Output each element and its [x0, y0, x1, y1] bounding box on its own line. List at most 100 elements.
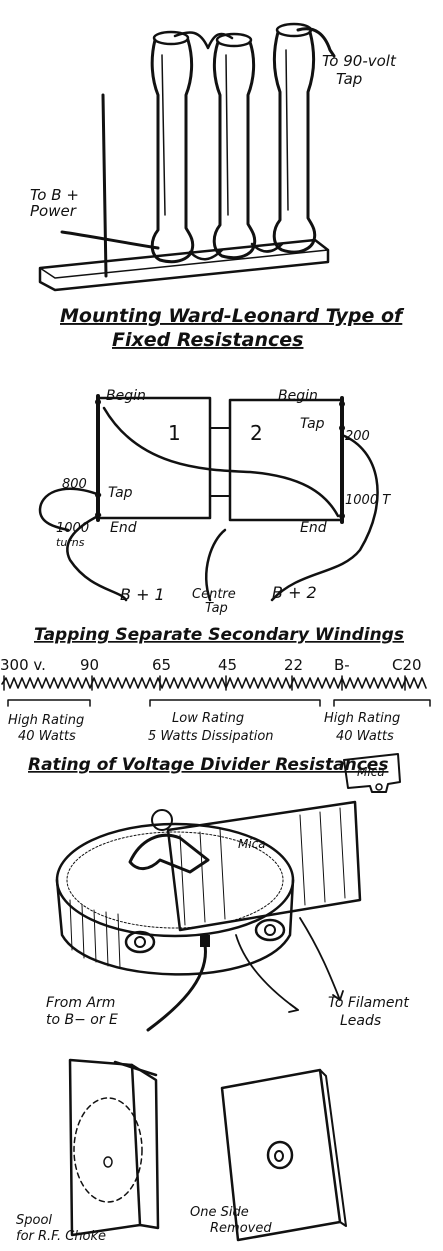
- spool-back-edge: [113, 1060, 158, 1077]
- arm-lead: [146, 943, 207, 1032]
- centre-tap-line1: Centre: [192, 587, 236, 602]
- bottom-jumper-wire-1: [188, 248, 224, 261]
- removed-side-illustration: [220, 1068, 347, 1242]
- left-terminal-nut: [124, 930, 156, 954]
- series-wire: [102, 406, 340, 518]
- left-end-dot: [95, 512, 101, 518]
- coil-2-number: 2: [250, 421, 263, 445]
- left-begin-dot: [95, 399, 101, 405]
- mica-tag-label: Mica: [357, 765, 385, 779]
- label-b2: B + 2: [272, 583, 317, 602]
- label-90v-line2: Tap: [336, 70, 362, 88]
- label-bplus-line1: To B +: [30, 186, 79, 204]
- filament-arrowhead-1: [288, 1003, 299, 1013]
- tap-300v: 300 v.: [0, 656, 46, 674]
- right-tap-label: Tap: [300, 416, 325, 432]
- mica-strip-texture: [179, 807, 346, 926]
- coil-1-number: 1: [168, 421, 181, 445]
- label-b1: B + 1: [120, 585, 165, 604]
- right-tap-dot: [339, 425, 345, 431]
- mid-rating-line1: Low Rating: [172, 711, 244, 726]
- caption-windings: Tapping Separate Secondary Windings: [34, 625, 404, 645]
- rheostat-illustration: [55, 753, 401, 1032]
- mid-rating-line2: 5 Watts Dissipation: [148, 729, 274, 744]
- tap-65: 65: [152, 656, 171, 674]
- spool-center-hole: [103, 1156, 113, 1168]
- tap-45: 45: [218, 656, 237, 674]
- tap-22: 22: [284, 656, 303, 674]
- spool-label-line2: for R.F. Choke: [16, 1229, 106, 1244]
- mica-strip: [166, 800, 362, 932]
- label-200: 200: [345, 429, 370, 444]
- arm-lead-terminal: [200, 935, 210, 947]
- caption-resistors-line2: Fixed Resistances: [112, 329, 303, 351]
- spool-illustration: [68, 1058, 160, 1237]
- divider-resistor-zigzag: [1, 677, 427, 689]
- caption-resistors-line1: Mounting Ward-Leonard Type of: [60, 305, 405, 327]
- rheostat-winding-lines: [69, 899, 121, 969]
- right-begin-dot: [339, 401, 345, 407]
- resistor-tube-3: [272, 22, 317, 254]
- left-end-label: End: [110, 520, 137, 536]
- to-filament-line1: To Filament: [328, 995, 409, 1011]
- tap-90: 90: [80, 656, 99, 674]
- top-jumper-wire: [173, 31, 234, 50]
- spool-label-line1: Spool: [16, 1213, 52, 1228]
- removed-plate-edge: [319, 1069, 347, 1227]
- label-90v-line1: To 90-volt: [322, 52, 397, 70]
- tap-bminus: B-: [334, 656, 350, 674]
- right-end-label: End: [300, 520, 327, 536]
- label-800: 800: [62, 477, 87, 492]
- lead-bplus: [60, 230, 160, 250]
- right-rating-line1: High Rating: [324, 711, 400, 726]
- left-begin-label: Begin: [106, 388, 146, 404]
- bottom-jumper-wire-2: [250, 242, 284, 253]
- right-begin-label: Begin: [278, 388, 318, 404]
- centre-tap-lead: [205, 528, 227, 602]
- right-end-dot: [339, 513, 345, 519]
- left-tap-loop: [38, 487, 102, 532]
- mica-tag-outline: [343, 753, 401, 793]
- filament-arrowhead-2: [332, 990, 344, 1001]
- lead-90v: [296, 27, 336, 58]
- mica-tag-hole: [375, 783, 383, 791]
- left-rating-line1: High Rating: [8, 713, 84, 728]
- arm-knob: [151, 809, 173, 831]
- mica-strip-label: Mica: [238, 837, 266, 851]
- centre-tap-line2: Tap: [205, 601, 228, 616]
- left-tap-label: Tap: [108, 485, 133, 501]
- from-arm-line1: From Arm: [46, 995, 115, 1011]
- core-bridge: [209, 427, 231, 497]
- removed-label-line2: Removed: [210, 1221, 272, 1236]
- removed-plate-hole: [274, 1150, 284, 1162]
- filament-arrow-2: [299, 917, 341, 1001]
- b1-lead: [66, 513, 128, 602]
- tap-c20: C20: [392, 656, 422, 674]
- from-arm-line2: to B− or E: [46, 1012, 118, 1028]
- left-rating-line2: 40 Watts: [18, 729, 76, 744]
- mounting-rod: [101, 93, 108, 278]
- base-board-edge: [39, 249, 329, 279]
- resistor-tube-2: [212, 32, 257, 260]
- label-bplus-line2: Power: [30, 202, 77, 220]
- label-1000t: 1000 T: [345, 493, 391, 508]
- left-tap-dot: [95, 492, 101, 498]
- resistor-tube-1: [150, 30, 195, 264]
- spool-front-plate: [68, 1058, 142, 1237]
- removed-label-line1: One Side: [190, 1205, 249, 1220]
- rheostat-winding-rim: [66, 831, 284, 929]
- right-terminal-nut: [254, 918, 286, 942]
- resistor-mount-illustration: [38, 22, 336, 292]
- windings-illustration: [38, 394, 379, 602]
- removed-plate-boss: [266, 1140, 294, 1170]
- label-1000-line1: 1000: [56, 521, 89, 536]
- winding-2-panel: [228, 398, 344, 522]
- b2-lead: [270, 433, 379, 602]
- spool-winding-outline: [73, 1097, 143, 1203]
- label-1000-line2: turns: [56, 536, 85, 549]
- filament-arrow-1: [235, 934, 299, 1011]
- caption-divider: Rating of Voltage Divider Resistances: [28, 755, 388, 775]
- rheostat-arm: [128, 833, 210, 874]
- right-rating-line2: 40 Watts: [336, 729, 394, 744]
